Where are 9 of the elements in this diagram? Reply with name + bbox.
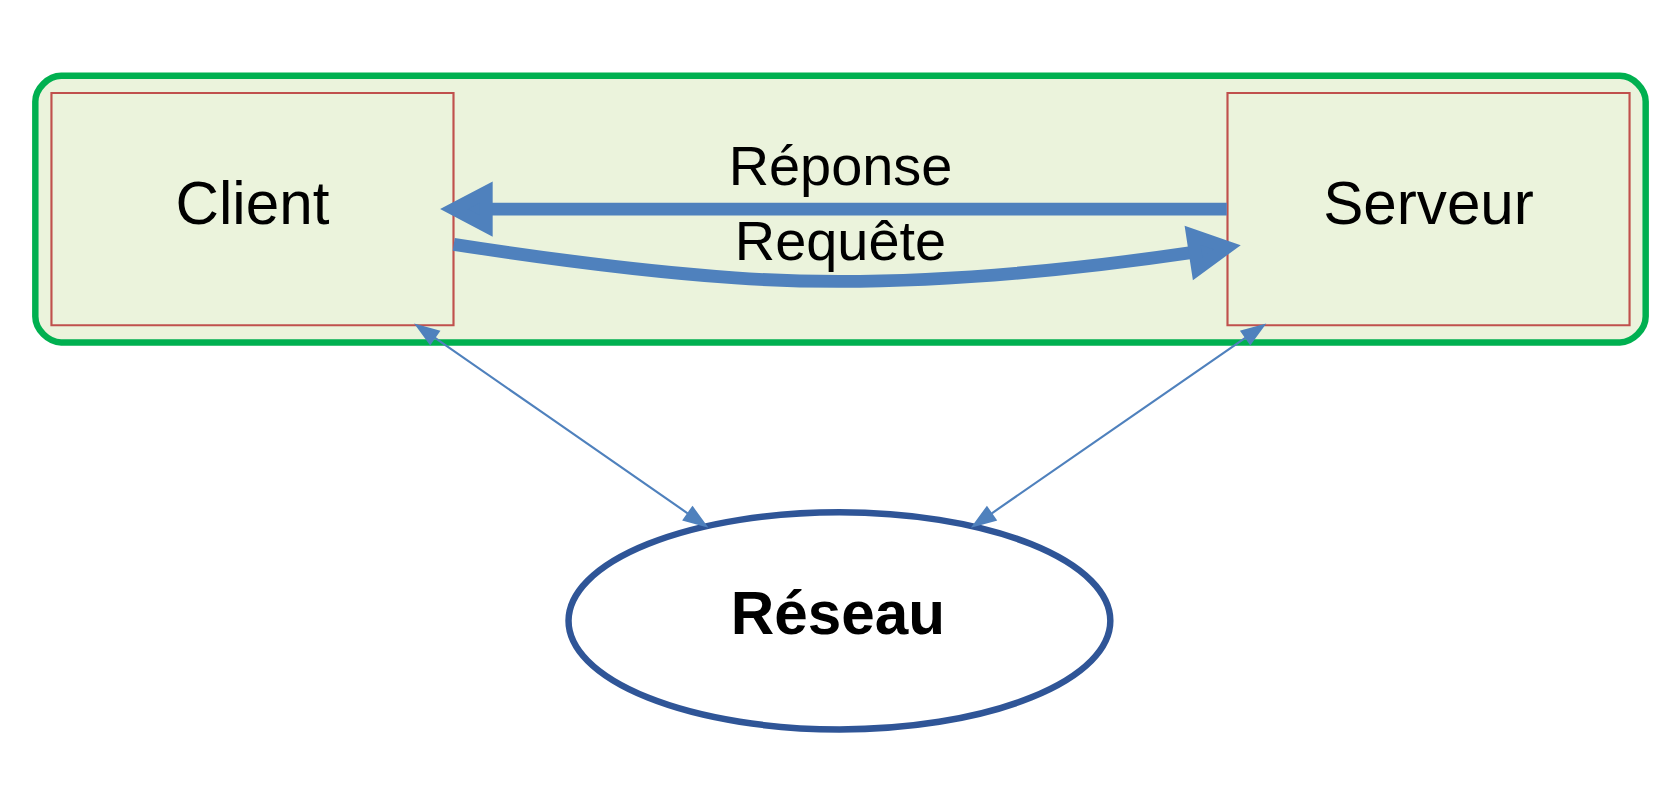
node-box: Client — [49, 91, 455, 326]
node-ellipse: Réseau — [564, 508, 1114, 733]
arrow — [413, 322, 708, 528]
node-box: Serveur — [1225, 91, 1631, 326]
arrow — [970, 322, 1266, 528]
arrow — [439, 181, 1227, 237]
edge-label: Réponse — [728, 133, 952, 197]
arrow — [452, 225, 1241, 288]
edge-label: Requête — [734, 208, 946, 272]
